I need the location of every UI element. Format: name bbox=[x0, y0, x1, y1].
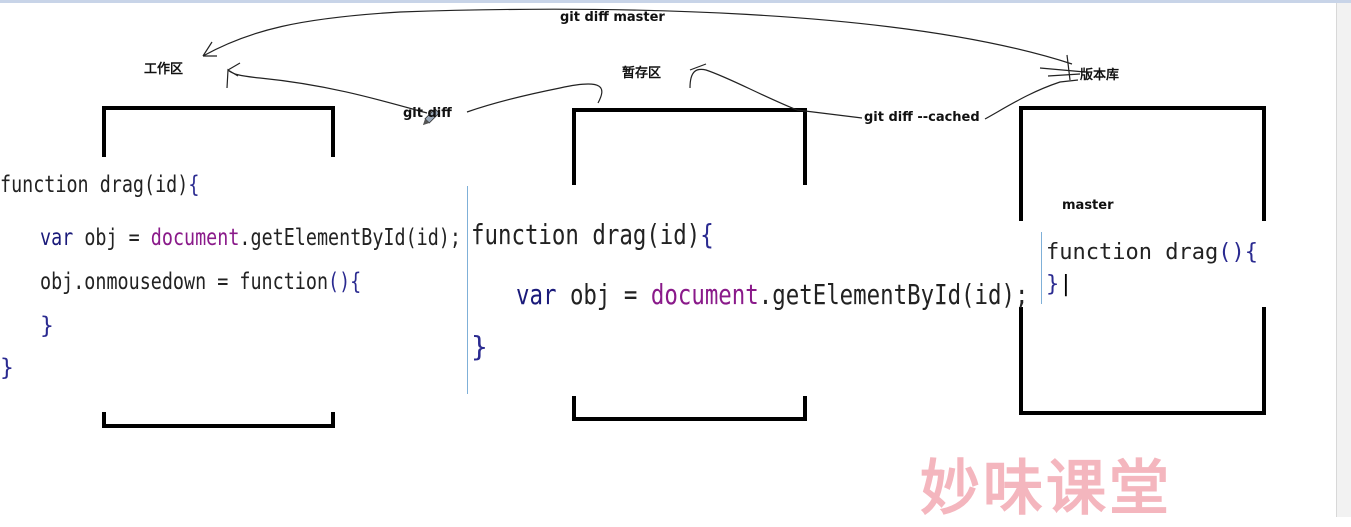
window-top-border bbox=[0, 0, 1351, 3]
label-working-area: 工作区 bbox=[144, 62, 184, 77]
label-repository: 版本库 bbox=[1080, 68, 1120, 83]
label-git-diff-master: git diff master bbox=[560, 10, 665, 25]
code-line: obj.onmousedown = function(){ bbox=[40, 269, 362, 295]
label-staging-area: 暂存区 bbox=[622, 66, 662, 81]
code-line: var obj = document.getElementById(id); bbox=[40, 225, 461, 251]
vertical-scrollbar[interactable] bbox=[1336, 3, 1351, 517]
label-master-branch: master bbox=[1062, 198, 1114, 213]
code-line: } bbox=[471, 330, 488, 363]
pencil-cursor-icon bbox=[422, 108, 440, 126]
code-line: } bbox=[40, 313, 54, 339]
staging-area-bracket bbox=[572, 108, 807, 421]
code-line: } bbox=[0, 355, 14, 381]
text-cursor bbox=[1041, 232, 1042, 304]
arrow-diff-cached bbox=[796, 109, 863, 119]
working-area-bracket bbox=[102, 106, 335, 428]
code-line: }| bbox=[1046, 272, 1073, 297]
label-git-diff: git diff bbox=[403, 106, 452, 121]
repository-bracket bbox=[1019, 106, 1266, 415]
arrow-diff-master bbox=[202, 8, 1073, 65]
watermark-logo: 妙味课堂 bbox=[920, 454, 1172, 524]
code-line: var obj = document.getElementById(id); bbox=[516, 278, 1029, 311]
code-line: function drag(id){ bbox=[471, 218, 714, 251]
code-line: function drag(){ bbox=[1046, 240, 1258, 265]
code-line: function drag(id){ bbox=[0, 172, 200, 198]
arrow-git-diff bbox=[466, 83, 603, 113]
text-cursor bbox=[467, 186, 468, 394]
label-git-diff-cached: git diff --cached bbox=[864, 110, 980, 125]
